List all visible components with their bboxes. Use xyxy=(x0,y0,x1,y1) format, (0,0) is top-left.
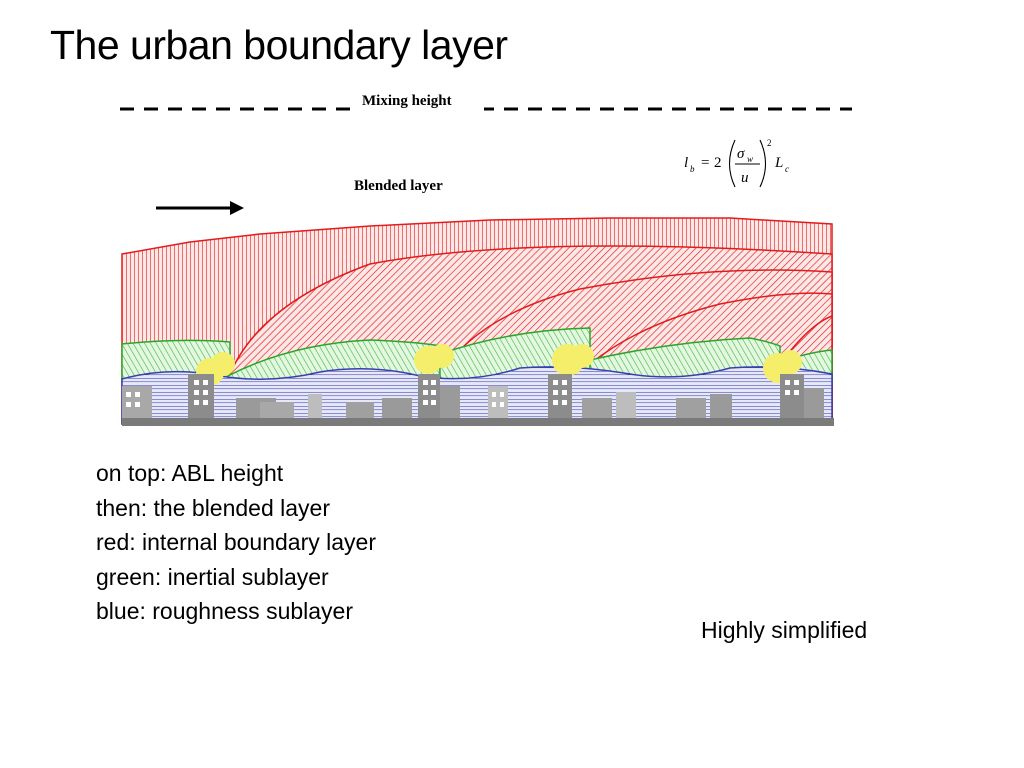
formula-lhs-subscript: b xyxy=(690,164,695,174)
urban-boundary-layer-diagram: Mixing height Blended layer l b = 2 σ w … xyxy=(120,90,852,426)
formula-open-paren xyxy=(728,139,736,188)
building-windows xyxy=(126,380,799,407)
blending-height-formula: l b = 2 σ w u 2 L c xyxy=(684,138,789,188)
building xyxy=(710,394,732,420)
formula-coefficient: 2 xyxy=(714,155,722,171)
building xyxy=(780,374,804,420)
formula-lhs: l xyxy=(684,155,688,171)
building xyxy=(308,394,322,420)
slide-title: The urban boundary layer xyxy=(50,22,508,68)
formula-equals: = xyxy=(701,155,709,171)
ground xyxy=(122,418,834,426)
formula-numerator: σ xyxy=(737,146,745,162)
legend-item-blended-layer: then: the blended layer xyxy=(96,494,331,521)
legend-item-internal-boundary-layer: red: internal boundary layer xyxy=(96,529,376,555)
formula-rhs: L xyxy=(774,155,783,171)
blended-layer-label: Blended layer xyxy=(354,178,443,194)
mixing-height-label: Mixing height xyxy=(362,93,452,109)
formula-numerator-subscript: w xyxy=(747,154,753,164)
formula-rhs-subscript: c xyxy=(785,164,789,174)
building xyxy=(188,374,214,422)
layer-legend: on top: ABL height then: the blended lay… xyxy=(96,456,376,629)
simplification-note: Highly simplified xyxy=(701,617,868,643)
legend-item-inertial-sublayer: green: inertial sublayer xyxy=(96,563,329,590)
building xyxy=(346,402,374,420)
building xyxy=(676,398,706,420)
building xyxy=(260,402,294,420)
building xyxy=(440,386,460,420)
building xyxy=(548,374,572,420)
roughness-sublayer xyxy=(121,366,833,425)
buildings xyxy=(122,374,824,422)
building xyxy=(804,388,824,420)
formula-denominator: u xyxy=(741,170,749,186)
building xyxy=(418,374,440,420)
building xyxy=(582,398,612,420)
legend-item-roughness-sublayer: blue: roughness sublayer xyxy=(96,598,353,624)
wind-direction-arrow-icon xyxy=(156,201,244,215)
building xyxy=(616,392,636,420)
legend-item-abl-height: on top: ABL height xyxy=(96,460,284,486)
building xyxy=(382,398,412,420)
formula-exponent: 2 xyxy=(767,138,772,148)
building xyxy=(488,386,508,420)
formula-close-paren xyxy=(759,139,767,188)
